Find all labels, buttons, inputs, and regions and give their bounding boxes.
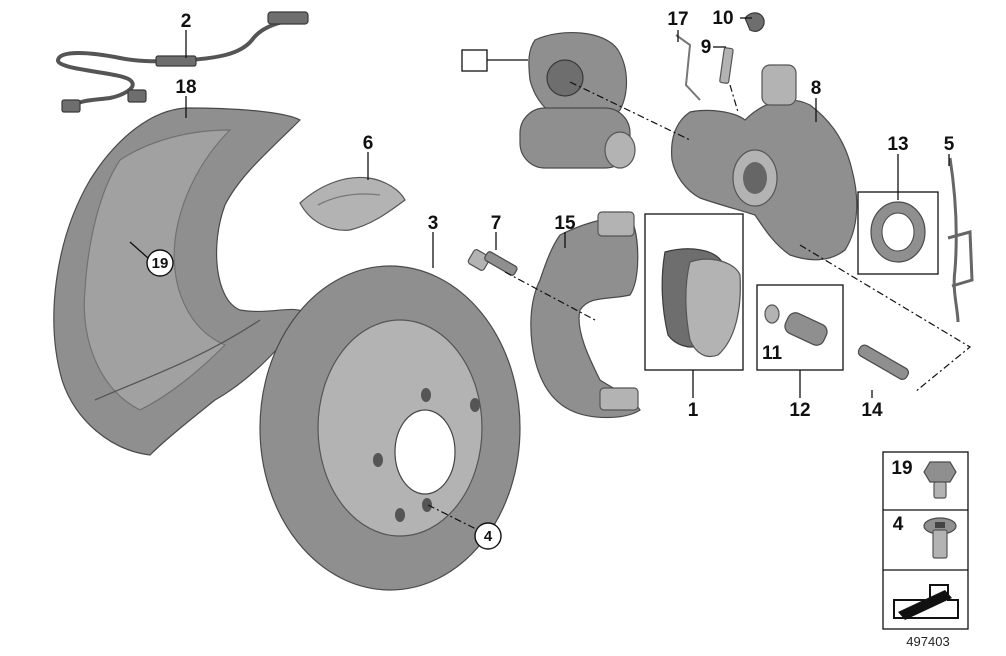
callout-16: 16 <box>465 54 483 71</box>
circle-callout-19 <box>146 249 174 277</box>
legend-label-19: 19 <box>891 458 912 479</box>
callout-12: 11 <box>762 343 783 364</box>
brake-caliper <box>670 64 858 261</box>
legend-label-4: 4 <box>893 514 904 535</box>
guide-pin <box>857 344 910 380</box>
drawing-number: 497403 <box>906 634 949 649</box>
anti-rattle-spring <box>947 157 974 323</box>
brake-disc <box>259 265 521 591</box>
assembly-line-disc <box>427 504 479 531</box>
callout-15: 15 <box>554 213 576 234</box>
direction-arrow-icon <box>893 584 959 620</box>
guide-bolt <box>467 249 518 276</box>
caliper-carrier <box>530 211 641 419</box>
assembly-line-bleeder <box>729 84 739 113</box>
leader-lines <box>129 17 950 398</box>
circle-callout-4 <box>474 522 502 550</box>
guide-sleeve-kit <box>764 304 828 346</box>
callout-7: 7 <box>491 213 502 234</box>
pad-set-box <box>644 213 744 371</box>
seal-box <box>857 191 939 275</box>
sensor-cable <box>56 11 309 113</box>
callout-5: 5 <box>944 134 955 155</box>
callout-17: 17 <box>667 9 688 30</box>
assembly-line-pin <box>799 244 972 393</box>
socket-screw-icon <box>923 517 957 559</box>
callout-1: 1 <box>688 400 699 421</box>
assembly-line-bolt <box>504 271 596 321</box>
callout-2: 2 <box>181 11 192 32</box>
grease-packet <box>299 176 406 231</box>
callout-13: 13 <box>887 134 908 155</box>
callout-9: 9 <box>701 37 712 58</box>
piston-seal <box>870 201 926 263</box>
brake-pads <box>661 248 741 358</box>
callout-19: 19 <box>152 255 169 272</box>
assembly-line-actuator <box>569 81 691 141</box>
callout-11: 12 <box>789 400 810 421</box>
callout-10: 10 <box>712 8 733 29</box>
callout-8: 8 <box>811 78 822 99</box>
bleeder-parts <box>675 12 765 101</box>
callout-3: 3 <box>428 213 439 234</box>
flange-bolt-icon <box>923 461 957 499</box>
hardware-legend: 19 4 <box>882 451 969 630</box>
callout-18: 18 <box>175 77 196 98</box>
label-16-highlight <box>461 49 488 72</box>
callout-6: 6 <box>363 133 374 154</box>
callout-14: 14 <box>861 400 883 421</box>
sleeve-kit-box <box>756 284 844 371</box>
callout-4: 4 <box>484 528 493 545</box>
parking-brake-actuator <box>519 31 636 169</box>
